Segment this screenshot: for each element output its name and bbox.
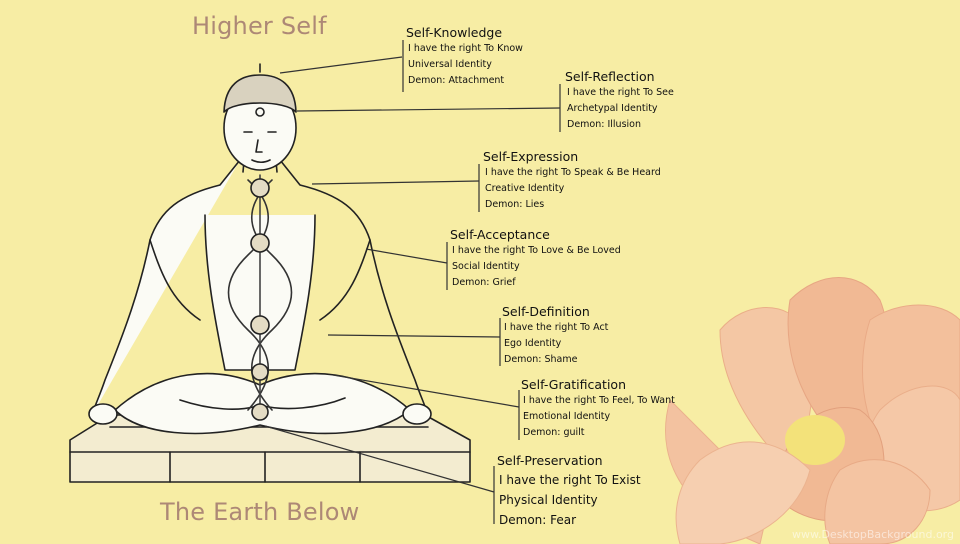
chakra-identity: Universal Identity — [408, 59, 492, 70]
chakra-block-self-definition: Self-Definition I have the right To Act … — [502, 303, 608, 368]
chakra-block-self-knowledge: Self-Knowledge I have the right To Know … — [406, 24, 523, 89]
chakra-identity: Physical Identity — [499, 493, 598, 507]
chakra-block-self-reflection: Self-Reflection I have the right To See … — [565, 68, 674, 133]
chakra-demon: Demon: Shame — [504, 354, 578, 365]
chakra-demon: Demon: Illusion — [567, 119, 641, 130]
chakra-demon: Demon: Attachment — [408, 75, 505, 86]
chakra-title: Self-Expression — [483, 149, 579, 164]
chakra-demon: Demon: Grief — [452, 277, 516, 288]
chakra-title: Self-Gratification — [521, 377, 626, 392]
chakra-right: I have the right To Know — [408, 43, 523, 54]
chakra-title: Self-Reflection — [565, 69, 655, 84]
leader-lines — [264, 40, 561, 524]
chakra-title: Self-Preservation — [497, 453, 603, 468]
chakra-demon: Demon: Fear — [499, 513, 577, 527]
leader-line-self-gratification — [332, 374, 520, 408]
leader-line-self-reflection — [296, 107, 561, 112]
chakra-demon: Demon: guilt — [523, 427, 585, 438]
chakra-identity: Social Identity — [452, 261, 520, 272]
chakra-title: Self-Acceptance — [450, 227, 550, 242]
heading-earth-below: The Earth Below — [160, 498, 360, 526]
chakra-identity: Ego Identity — [504, 338, 562, 349]
leader-line-self-definition — [327, 334, 501, 338]
chakra-right: I have the right To Act — [504, 322, 609, 333]
chakra-right: I have the right To Exist — [499, 473, 641, 487]
chakra-block-self-expression: Self-Expression I have the right To Spea… — [483, 148, 661, 213]
chakra-right: I have the right To Feel, To Want — [523, 395, 675, 406]
chakra-block-self-preservation: Self-Preservation I have the right To Ex… — [497, 452, 641, 530]
leader-line-self-knowledge — [279, 56, 403, 74]
chakra-title: Self-Knowledge — [406, 25, 503, 40]
chakra-identity: Emotional Identity — [523, 411, 611, 422]
chakra-identity: Creative Identity — [485, 183, 565, 194]
chakra-right: I have the right To Speak & Be Heard — [485, 167, 661, 178]
leader-line-self-preservation — [264, 425, 495, 493]
leader-line-self-expression — [311, 180, 480, 185]
meditating-figure — [69, 63, 471, 483]
chakra-block-self-acceptance: Self-Acceptance I have the right To Love… — [450, 226, 621, 291]
leader-line-self-acceptance — [365, 248, 448, 264]
heading-higher-self: Higher Self — [192, 12, 327, 40]
chakra-right: I have the right To Love & Be Loved — [452, 245, 621, 256]
chakra-identity: Archetypal Identity — [567, 103, 658, 114]
chakra-block-self-gratification: Self-Gratification I have the right To F… — [521, 376, 675, 441]
watermark-text: www.DesktopBackground.org — [791, 528, 954, 541]
lotus-flower-image — [665, 277, 960, 544]
chakra-demon: Demon: Lies — [485, 199, 545, 210]
chakra-title: Self-Definition — [502, 304, 590, 319]
chakra-right: I have the right To See — [567, 87, 674, 98]
